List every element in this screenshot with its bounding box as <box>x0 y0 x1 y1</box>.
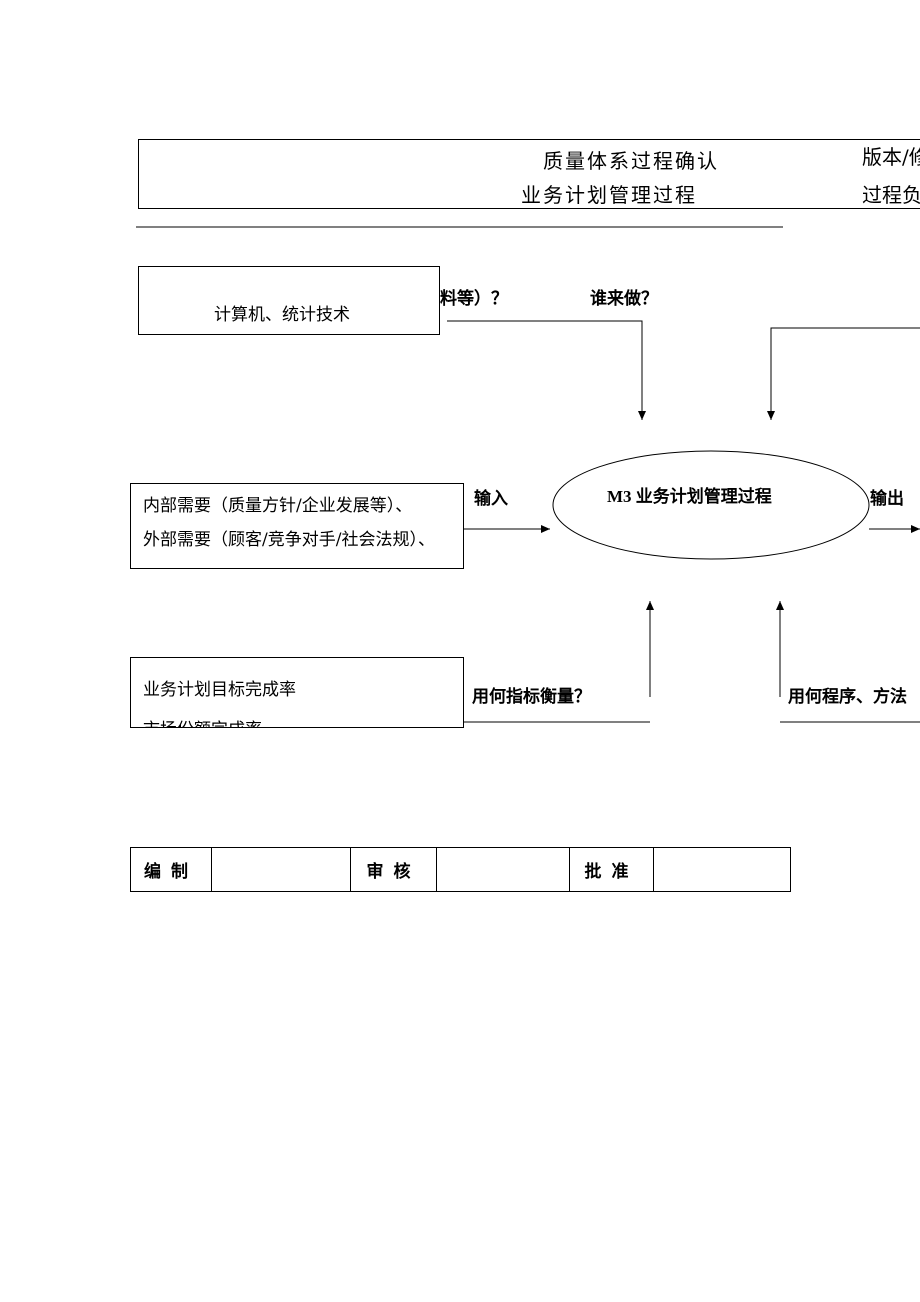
who-arrow <box>767 327 920 420</box>
header-box <box>138 139 920 209</box>
approved-label: 批准 <box>569 847 654 892</box>
resources-box: 计算机、统计技术 <box>138 266 440 335</box>
resources-text: 计算机、统计技术 <box>214 305 350 325</box>
question-who: 谁来做？ <box>590 289 658 309</box>
header-owner-label: 过程负 <box>862 183 920 207</box>
input-label: 输入 <box>474 489 508 509</box>
question-method: 用何程序、方法 <box>788 687 907 707</box>
measure-box: 业务计划目标完成率 市场份额完成率 <box>130 657 464 728</box>
prepared-field[interactable] <box>211 847 351 892</box>
question-measure: 用何指标衡量？ <box>472 687 591 707</box>
input-text-line2: 外部需要（顾客/竞争对手/社会法规）、 <box>143 530 435 550</box>
measure-text-line2: 市场份额完成率 <box>143 715 262 727</box>
reviewed-field[interactable] <box>436 847 570 892</box>
signature-table: 编制 审核 批准 <box>130 847 791 892</box>
prepared-label: 编制 <box>130 847 212 892</box>
approved-field[interactable] <box>653 847 791 892</box>
input-text-line1: 内部需要（质量方针/企业发展等）、 <box>143 496 413 516</box>
input-box: 内部需要（质量方针/企业发展等）、 外部需要（顾客/竞争对手/社会法规）、 <box>130 483 464 569</box>
header-version-label: 版本/修 <box>862 145 920 169</box>
reviewed-label: 审核 <box>350 847 437 892</box>
output-label: 输出 <box>870 489 904 509</box>
header-title: 质量体系过程确认 <box>543 149 719 173</box>
header-subtitle: 业务计划管理过程 <box>521 183 697 207</box>
what-arrow <box>447 320 646 420</box>
question-what: 料等）？ <box>440 289 508 309</box>
process-name: M3 业务计划管理过程 <box>607 487 772 506</box>
measure-text-line1: 业务计划目标完成率 <box>143 680 296 700</box>
process-ellipse <box>552 450 870 560</box>
